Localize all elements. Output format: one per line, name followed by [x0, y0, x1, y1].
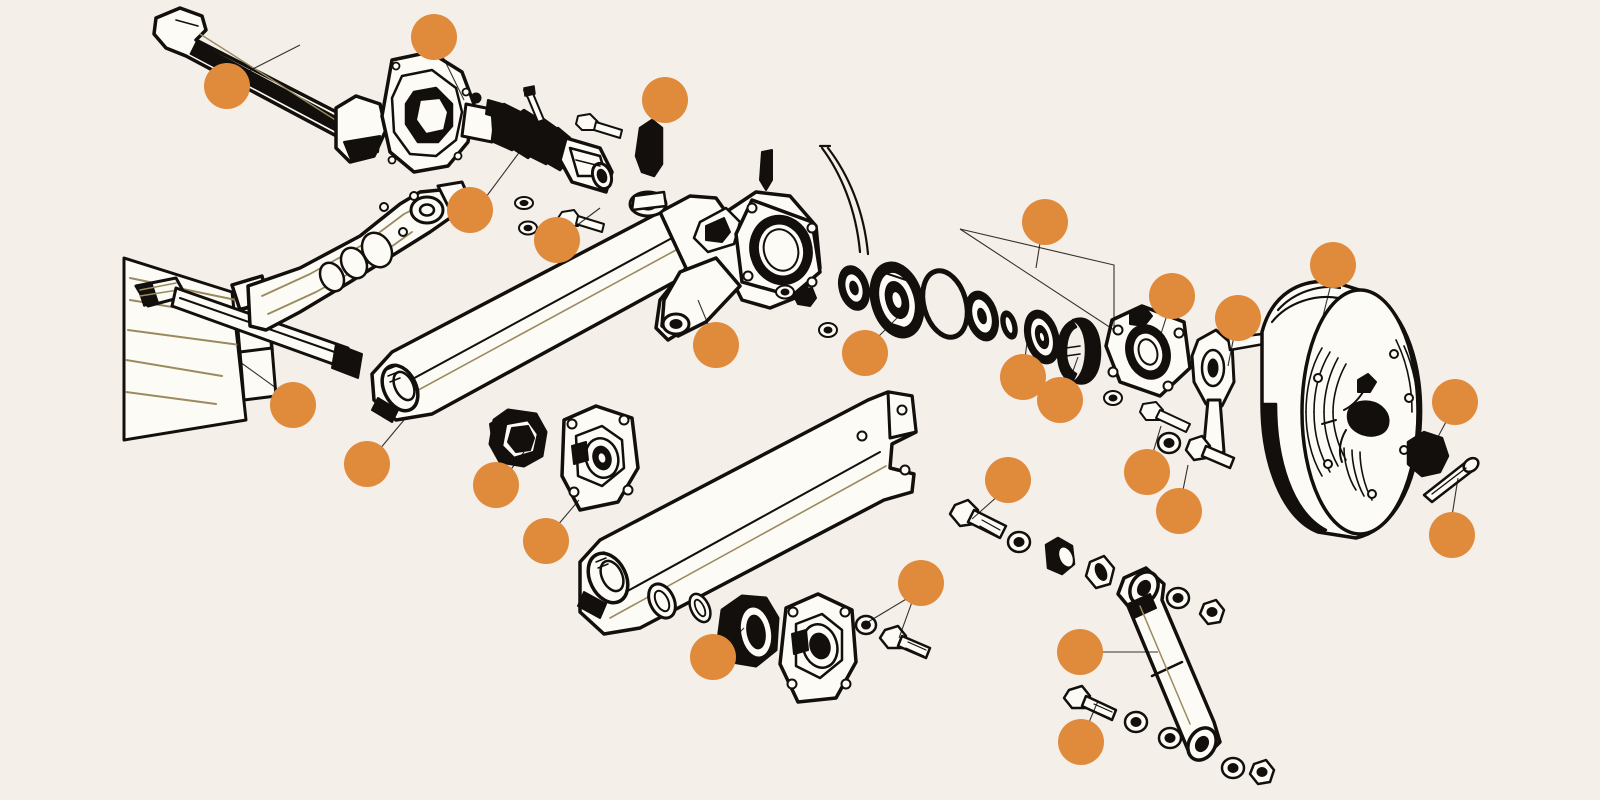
hotspot-bump-stop-rubber[interactable]	[642, 77, 688, 123]
hotspot-split-cotter-pin[interactable]	[1429, 512, 1475, 558]
split-pin-part	[1422, 456, 1480, 504]
hotspot-axle-tube-left[interactable]	[344, 441, 390, 487]
hotspot-inner-bearing-race[interactable]	[842, 330, 888, 376]
hotspot-brake-drum[interactable]	[1310, 242, 1356, 288]
hotspot-hub-carrier-knuckle[interactable]	[693, 322, 739, 368]
hotspot-brake-shoe-lever[interactable]	[1215, 295, 1261, 341]
hotspot-flange-retaining-bolt[interactable]	[1124, 449, 1170, 495]
hotspot-shock-lower-mount-bolt[interactable]	[1058, 719, 1104, 765]
hotspot-cv-joint-housing[interactable]	[411, 14, 457, 60]
shock-absorber-part	[948, 498, 1276, 786]
hotspot-subframe-mount-bolt[interactable]	[270, 382, 316, 428]
spacer-washer-part	[818, 322, 838, 338]
brake-pipe-part	[818, 144, 870, 256]
hotspot-shock-absorber[interactable]	[1057, 629, 1103, 675]
hub-carrier-part	[628, 190, 822, 342]
hotspot-brake-backplate-bolt[interactable]	[1156, 488, 1202, 534]
hotspot-trailing-link-arm[interactable]	[204, 63, 250, 109]
hotspot-bearing-cover-plate-upper[interactable]	[523, 518, 569, 564]
lower-trailing-arm-part	[577, 390, 918, 636]
hotspot-shock-upper-mount-bolt[interactable]	[985, 457, 1031, 503]
bush-sleeve-upper-part	[488, 408, 548, 468]
hub-bearing-flange-part	[1103, 304, 1192, 433]
upper-axle-tube-part	[370, 210, 706, 423]
locating-pin-part	[759, 149, 773, 191]
hotspot-bearing-seal-kit[interactable]	[1022, 199, 1068, 245]
hotspot-castellated-nut[interactable]	[1432, 379, 1478, 425]
brake-backplate-bolt-part	[1156, 431, 1236, 470]
hotspot-boot-clamp-washer[interactable]	[534, 217, 580, 263]
hotspot-hub-bearing-flange[interactable]	[1149, 273, 1195, 319]
subframe-part	[122, 180, 472, 442]
hotspot-bush-sleeve-upper[interactable]	[473, 462, 519, 508]
hotspot-bearing-lock-ring[interactable]	[1037, 377, 1083, 423]
hotspot-bush-rubber-lower[interactable]	[690, 634, 736, 680]
bearing-cover-plate-lower-part	[778, 592, 858, 704]
hotspot-cv-boot-rubber[interactable]	[447, 187, 493, 233]
hotspot-cover-plate-fasteners[interactable]	[898, 560, 944, 606]
brake-drum-part	[1260, 279, 1423, 540]
bearing-cover-plate-upper-part	[560, 404, 640, 512]
